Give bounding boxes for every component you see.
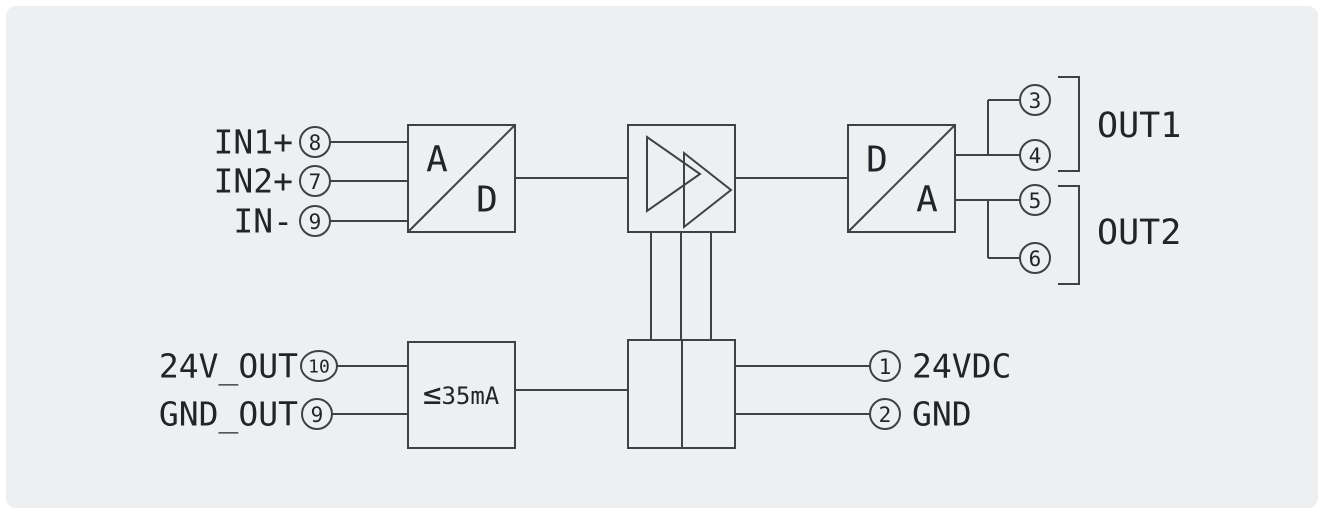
dac-letter-a: A xyxy=(916,180,938,221)
aux-label-gnd-out: GND_OUT xyxy=(159,395,298,435)
terminal-circle-2 xyxy=(869,398,901,430)
terminal-number-9-top: 9 xyxy=(309,210,322,234)
terminal-circle-4 xyxy=(1019,139,1051,171)
terminal-circle-6 xyxy=(1019,242,1051,274)
terminal-circle-3 xyxy=(1019,84,1051,116)
input-label-in2: IN2+ xyxy=(214,162,293,201)
terminal-number-9-bottom: 9 xyxy=(311,403,324,427)
aux-output-section: 24V_OUT 10 GND_OUT 9 xyxy=(159,347,408,435)
dcdc-power-block xyxy=(627,232,736,449)
isolator-block xyxy=(627,124,736,233)
aux-label-24v-out: 24V_OUT xyxy=(159,347,298,387)
terminal-number-8: 8 xyxy=(309,131,322,155)
current-limit-sign: ≤ xyxy=(423,376,442,412)
out2-bracket xyxy=(1058,185,1080,285)
amplifier-triangle-icon-2 xyxy=(683,150,733,230)
terminal-number-2: 2 xyxy=(879,403,892,427)
current-limit-text: ≤35mA xyxy=(423,376,500,412)
dac-diagonal xyxy=(847,124,956,233)
terminal-circle-1 xyxy=(869,350,901,382)
adc-letter-a: A xyxy=(426,140,448,181)
dac-block-outline xyxy=(847,124,956,233)
input-section: IN1+ 8 IN2+ 7 IN- 9 xyxy=(214,123,408,241)
input-label-in1: IN1+ xyxy=(214,123,293,162)
input-label-in-minus: IN- xyxy=(233,202,293,241)
diagram-background-panel xyxy=(6,6,1318,508)
supply-section: 1 24VDC 2 GND xyxy=(735,347,1011,434)
current-limit-outline xyxy=(407,341,516,449)
output-section: 3 4 OUT1 5 6 OUT2 xyxy=(955,76,1181,285)
out2-label: OUT2 xyxy=(1097,213,1181,253)
terminal-number-5: 5 xyxy=(1029,189,1042,213)
terminal-number-10: 10 xyxy=(308,357,330,378)
terminal-number-4: 4 xyxy=(1029,144,1042,168)
terminal-number-3: 3 xyxy=(1029,89,1042,113)
out1-label: OUT1 xyxy=(1097,106,1181,146)
terminal-circle-5 xyxy=(1019,184,1051,216)
amplifier-triangle-icon-1 xyxy=(646,135,702,213)
adc-block: A D xyxy=(407,124,516,233)
supply-label-24vdc: 24VDC xyxy=(912,347,1011,386)
current-limit-block: ≤35mA xyxy=(407,341,516,449)
dac-block: D A xyxy=(847,124,956,233)
terminal-number-6: 6 xyxy=(1029,247,1042,271)
current-limit-value: 35mA xyxy=(441,382,499,410)
adc-letter-d: D xyxy=(476,180,498,221)
terminal-number-7: 7 xyxy=(309,170,322,194)
adc-diagonal xyxy=(407,124,516,233)
isolator-block-outline xyxy=(627,124,736,233)
terminal-number-1: 1 xyxy=(879,355,892,379)
dac-letter-d: D xyxy=(866,140,888,181)
supply-label-gnd: GND xyxy=(912,395,972,434)
out1-bracket xyxy=(1058,76,1080,172)
